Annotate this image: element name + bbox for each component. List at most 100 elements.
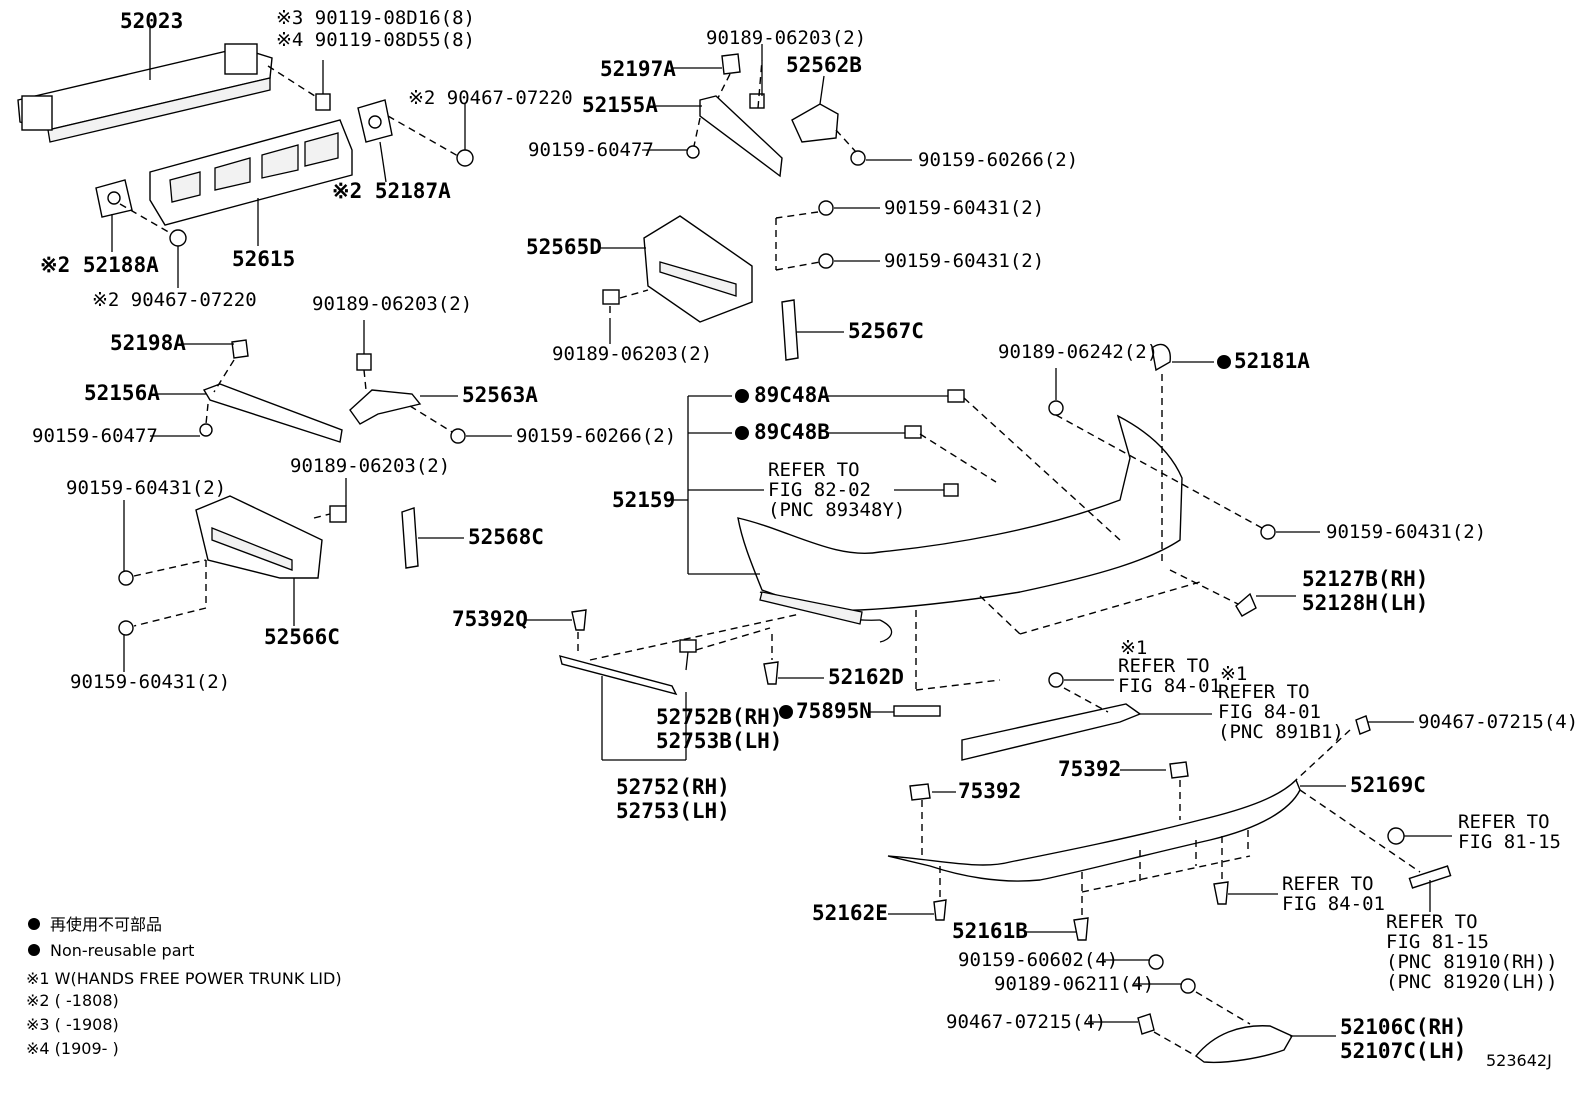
clip-52752b: [679, 639, 697, 653]
label-75392q: 75392Q: [452, 607, 528, 631]
screw-90159-60602: [1148, 954, 1164, 970]
label-52567c: 52567C: [848, 319, 924, 343]
label-52128h: 52128H(LH): [1302, 591, 1428, 615]
legend-dot-en: [28, 944, 40, 956]
label-90119-08d16: ※3 90119-08D16(8): [276, 7, 475, 29]
label-52566c: 52566C: [264, 625, 340, 649]
label-90467-07220-b: ※2 90467-07220: [92, 289, 257, 311]
label-90159-60431-b: 90159-60431(2): [70, 671, 230, 693]
label-52107c: 52107C(LH): [1340, 1039, 1466, 1063]
part-52156a-retainer: [199, 339, 343, 443]
label-52162d: 52162D: [828, 665, 904, 689]
part-52023-reinforcement: [17, 43, 273, 143]
part-52567c: [781, 299, 799, 361]
screw-90467-07215-b: [1137, 1013, 1155, 1035]
label-52023: 52023: [120, 9, 183, 33]
part-52169c-lower-cover: [887, 778, 1301, 882]
label-90467-07215-b: 90467-07215(4): [946, 1011, 1106, 1033]
screw-refer-8401: [1048, 672, 1064, 688]
label-refer-8115-a-line2: FIG 81-15: [1458, 831, 1561, 853]
bolt-90119: [315, 60, 331, 111]
label-90159-60602: 90159-60602(4): [958, 949, 1118, 971]
label-52127b: 52127B(RH): [1302, 567, 1428, 591]
label-refer-8401-c-line1: REFER TO: [1282, 873, 1374, 895]
label-89c48b: 89C48B: [754, 420, 830, 444]
label-52562b: 52562B: [786, 53, 862, 77]
label-89c48a: 89C48A: [754, 383, 830, 407]
diagram-id: 523642J: [1486, 1051, 1552, 1070]
label-refer-8115-b-line1: REFER TO: [1386, 911, 1478, 933]
label-52159: 52159: [612, 488, 675, 512]
part-52568c: [401, 507, 419, 569]
legend-non-reusable-jp: 再使用不可部品: [50, 915, 162, 934]
clip-refer-8202: [943, 483, 959, 497]
label-refer-8115-a-line1: REFER TO: [1458, 811, 1550, 833]
part-52752-garnish: [559, 655, 678, 696]
label-52752: 52752(RH): [616, 775, 730, 799]
part-refer-8115-b: [1408, 865, 1452, 889]
label-refer-8401-a-note: ※1: [1120, 637, 1147, 659]
clip-52161b: [1073, 917, 1089, 941]
label-52752b: 52752B(RH): [656, 705, 782, 729]
label-90159-60431-e: 90159-60431(2): [1326, 521, 1486, 543]
part-52106c: [1194, 1025, 1293, 1064]
clip-75392-b: [909, 783, 931, 801]
label-90467-07215-a: 90467-07215(4): [1418, 711, 1578, 733]
label-52753: 52753(LH): [616, 799, 730, 823]
label-52106c: 52106C(RH): [1340, 1015, 1466, 1039]
label-refer-8401-b-line3: (PNC 891B1): [1218, 721, 1344, 743]
nut-90189-06211: [1180, 978, 1196, 994]
label-refer-8401-b-line1: REFER TO: [1218, 681, 1310, 703]
label-refer-8202-line3: (PNC 89348Y): [768, 499, 905, 521]
screw-90467-07215-a: [1355, 715, 1371, 735]
label-75392-b: 75392: [958, 779, 1021, 803]
non-reusable-dot-89c48b: [735, 426, 749, 440]
part-52155a-retainer: [686, 53, 783, 178]
label-52161b: 52161B: [952, 919, 1028, 943]
clip-refer-8401-c: [1213, 881, 1229, 905]
clip-52162d: [763, 661, 779, 685]
label-90119-08d55: ※4 90119-08D55(8): [276, 29, 475, 51]
part-52566c: [118, 495, 347, 636]
legend-dot-jp: [28, 918, 40, 930]
legend-non-reusable-en: Non-reusable part: [50, 941, 194, 960]
legend-note-2: ※2 ( -1808): [26, 991, 119, 1010]
label-52568c: 52568C: [468, 525, 544, 549]
clip-refer-8115-a: [1387, 827, 1405, 845]
label-90159-60266-b: 90159-60266(2): [918, 149, 1078, 171]
clip-89c48b: [904, 425, 922, 439]
part-891b1-bracket: [961, 703, 1142, 761]
label-refer-8401-a-line1: REFER TO: [1118, 655, 1210, 677]
clip-90467-07220-a: [456, 149, 474, 167]
label-52565d: 52565D: [526, 235, 602, 259]
part-labels: 52023 ※3 90119-08D16(8) ※4 90119-08D55(8…: [32, 7, 1578, 1063]
label-refer-8401-b-note: ※1: [1220, 663, 1247, 685]
label-52563a: 52563A: [462, 383, 538, 407]
non-reusable-dot-75895n: [779, 705, 793, 719]
label-52156a: 52156A: [84, 381, 160, 405]
label-90159-60431-d: 90159-60431(2): [884, 250, 1044, 272]
legend-note-1: ※1 W(HANDS FREE POWER TRUNK LID): [26, 969, 342, 988]
part-52562b: [749, 93, 866, 166]
label-52187a: ※2 52187A: [332, 179, 451, 203]
part-52181a: [1151, 343, 1171, 372]
label-90189-06203-a: 90189-06203(2): [312, 293, 472, 315]
nut-90189-06242: [1048, 400, 1064, 416]
clip-75392q: [571, 609, 587, 631]
part-52188a: [95, 179, 133, 218]
label-75895n: 75895N: [796, 699, 872, 723]
label-52155a: 52155A: [582, 93, 658, 117]
part-52127b-cap: [1235, 592, 1257, 617]
label-90189-06203-d: 90189-06203(2): [552, 343, 712, 365]
label-52197a: 52197A: [600, 57, 676, 81]
label-90159-60431-c: 90159-60431(2): [884, 197, 1044, 219]
label-refer-8115-b-line2: FIG 81-15: [1386, 931, 1489, 953]
part-52565d: [602, 200, 834, 323]
clip-52162e: [933, 899, 947, 921]
label-52162e: 52162E: [812, 901, 888, 925]
label-52169c: 52169C: [1350, 773, 1426, 797]
legend-note-3: ※3 ( -1908): [26, 1015, 119, 1034]
label-90189-06203-b: 90189-06203(2): [290, 455, 450, 477]
label-90159-60477-b: 90159-60477: [528, 139, 654, 161]
